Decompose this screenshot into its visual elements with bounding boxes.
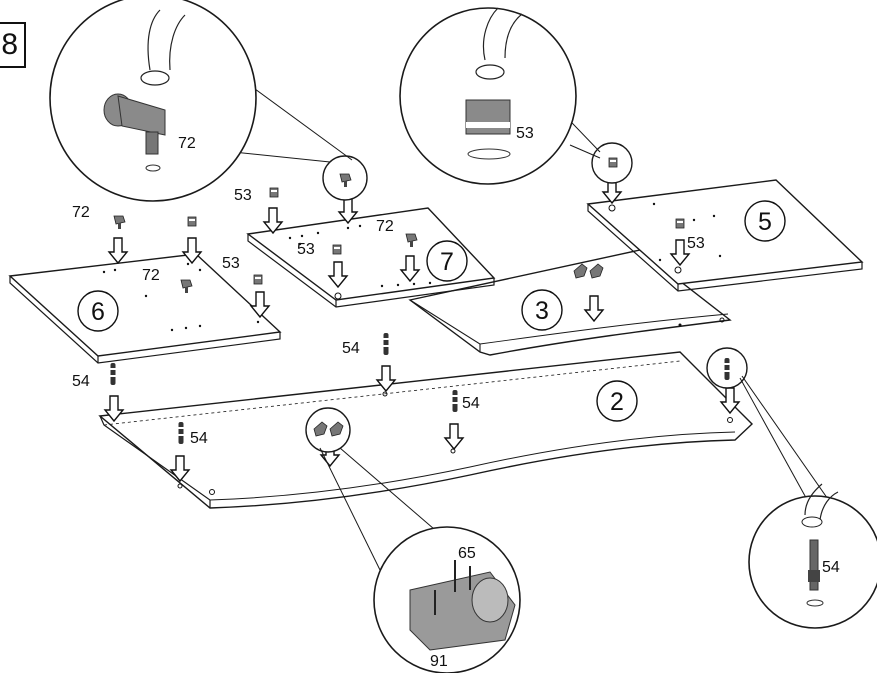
panel-6 — [8, 253, 282, 364]
callout-72-detail — [103, 9, 186, 172]
panel-label-5: 5 — [758, 208, 772, 236]
step-number: 8 — [1, 28, 18, 61]
label-53-a: 53 — [222, 255, 240, 272]
part-labels: 72 53 72 72 53 53 53 72 53 54 54 54 54 5… — [72, 125, 840, 670]
panel-3 — [408, 249, 732, 356]
label-53-b: 53 — [234, 187, 252, 204]
panel-label-6: 6 — [91, 298, 105, 326]
panel-label-7: 7 — [440, 248, 454, 276]
label-54-callout: 54 — [822, 559, 840, 576]
step-number-box: 8 — [0, 22, 26, 68]
label-54-b: 54 — [72, 373, 90, 390]
label-54-d: 54 — [190, 430, 208, 447]
callout-91-detail — [409, 560, 516, 651]
label-65: 65 — [458, 545, 476, 562]
label-72-c: 72 — [376, 218, 394, 235]
callout-54-detail — [801, 483, 839, 607]
label-72-b: 72 — [142, 267, 160, 284]
label-53-callout: 53 — [516, 125, 534, 142]
label-53-d: 53 — [687, 235, 705, 252]
panel-label-3: 3 — [535, 297, 549, 325]
panel-5 — [586, 179, 864, 292]
panel-number-badges: 2 3 5 6 7 — [77, 200, 786, 422]
panel-2 — [98, 351, 754, 509]
callout-53-detail — [465, 7, 523, 160]
label-54-a: 54 — [342, 340, 360, 357]
label-53-c: 53 — [297, 241, 315, 258]
panel-holes — [102, 202, 722, 332]
label-91: 91 — [430, 653, 448, 670]
panel-7 — [246, 207, 496, 308]
label-72-a: 72 — [72, 204, 90, 221]
label-54-c: 54 — [462, 395, 480, 412]
label-72-callout: 72 — [178, 135, 196, 152]
panel-label-2: 2 — [610, 388, 624, 416]
